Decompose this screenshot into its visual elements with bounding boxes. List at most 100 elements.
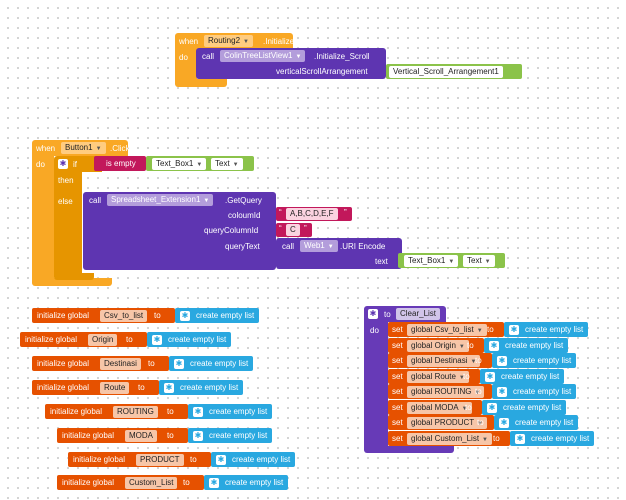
clear-list-procedure-block[interactable]: ✱ to Clear_List do <box>364 306 466 453</box>
gear-icon[interactable]: ✱ <box>209 477 219 488</box>
create-empty-list-block[interactable]: ✱create empty list <box>188 428 273 443</box>
global-variable-name[interactable]: ROUTING <box>113 405 158 418</box>
extension-dropdown[interactable]: Spreadsheet_Extension1▼ <box>107 194 214 206</box>
gear-icon[interactable]: ✱ <box>485 371 495 382</box>
textbox-text-getter[interactable]: Text_Box1▼ Text▼ <box>146 156 254 171</box>
to-label: to <box>154 311 161 320</box>
button-click-event-block[interactable]: when Button1▼ .Click do <box>32 140 130 286</box>
gear-icon[interactable]: ✱ <box>164 382 174 393</box>
gear-icon[interactable]: ✱ <box>515 433 525 444</box>
to-label: to <box>138 383 145 392</box>
set-variable-dropdown[interactable]: global MODA▼ <box>407 401 472 414</box>
dropdown-arrow-icon: ▼ <box>470 358 477 365</box>
gear-icon[interactable]: ✱ <box>497 355 507 366</box>
global-variable-name[interactable]: Csv_to_list <box>100 309 148 322</box>
global-variable-name[interactable]: Origin <box>88 333 118 346</box>
web-dropdown[interactable]: Web1▼ <box>300 240 338 252</box>
if-else-block[interactable]: ✱ if then else <box>54 156 104 280</box>
create-empty-list-block[interactable]: ✱create empty list <box>482 400 567 415</box>
create-empty-list-block[interactable]: ✱create empty list <box>169 356 254 371</box>
global-variable-name[interactable]: PRODUCT <box>136 453 184 466</box>
create-empty-list-block[interactable]: ✱create empty list <box>504 322 589 337</box>
create-empty-list-block[interactable]: ✱create empty list <box>159 380 244 395</box>
initialize-scroll-call-block[interactable]: call ColinTreeListView1▼ .Initialize_Scr… <box>196 48 386 79</box>
uri-encode-call-block[interactable]: call Web1▼ .URI Encode text <box>276 238 402 269</box>
create-empty-list-block[interactable]: ✱create empty list <box>492 353 577 368</box>
global-variable-name[interactable]: Route <box>100 381 130 394</box>
create-empty-list-block[interactable]: ✱create empty list <box>204 475 289 490</box>
getquery-call-block[interactable]: call Spreadsheet_Extension1▼ .GetQuery c… <box>83 192 276 270</box>
textbox-text-getter-2[interactable]: Text_Box1▼ Text▼ <box>398 253 505 268</box>
textbox-dropdown[interactable]: Text_Box1▼ <box>404 254 459 267</box>
set-variable-dropdown[interactable]: global Csv_to_list▼ <box>407 323 487 336</box>
property-dropdown[interactable]: Text▼ <box>463 254 495 267</box>
gear-icon[interactable]: ✱ <box>509 324 519 335</box>
gear-icon[interactable]: ✱ <box>152 334 162 345</box>
textbox-dropdown[interactable]: Text_Box1▼ <box>152 157 207 170</box>
global-variable-name[interactable]: Destinasi <box>100 357 141 370</box>
to-label: to <box>467 341 474 350</box>
routing-initialize-event-block[interactable]: when Routing2▼ .Initialize do <box>175 33 294 87</box>
gear-icon[interactable]: ✱ <box>193 430 203 441</box>
global-variable-name[interactable]: MODA <box>125 429 157 442</box>
procedure-name-field[interactable]: Clear_List <box>396 308 441 320</box>
initialize-global-label: initialize global <box>50 407 103 416</box>
gear-icon[interactable]: ✱ <box>368 309 378 319</box>
set-variable-dropdown[interactable]: global Origin▼ <box>407 339 469 352</box>
create-empty-list-block[interactable]: ✱create empty list <box>175 308 260 323</box>
set-variable-dropdown[interactable]: global Route▼ <box>407 370 469 383</box>
set-variable-dropdown[interactable]: global PRODUCT▼ <box>407 416 488 429</box>
string-querycol-value[interactable]: C <box>286 224 300 236</box>
component-dropdown[interactable]: Routing2▼ <box>204 35 253 47</box>
gear-icon[interactable]: ✱ <box>174 358 184 369</box>
global-variable-name[interactable]: Custom_List <box>125 476 178 489</box>
create-empty-list-block[interactable]: ✱create empty list <box>484 338 569 353</box>
gear-icon[interactable]: ✱ <box>489 340 499 351</box>
string-colid[interactable]: “ A,B,C,D,E,F ” <box>276 207 352 221</box>
set-variable-dropdown[interactable]: global ROUTING▼ <box>407 385 485 398</box>
gear-icon[interactable]: ✱ <box>499 417 509 428</box>
gear-icon[interactable]: ✱ <box>180 310 190 321</box>
gear-icon[interactable]: ✱ <box>487 402 497 413</box>
create-empty-list-block[interactable]: ✱create empty list <box>492 384 577 399</box>
create-empty-list-block[interactable]: ✱create empty list <box>147 332 232 347</box>
string-colid-value[interactable]: A,B,C,D,E,F <box>286 208 338 220</box>
set-variable-dropdown[interactable]: global Custom_List▼ <box>407 432 492 445</box>
gear-icon[interactable]: ✱ <box>216 454 226 465</box>
create-empty-list-block[interactable]: ✱create empty list <box>211 452 296 467</box>
method-name: .GetQuery <box>225 196 262 205</box>
when-label: when <box>36 144 56 153</box>
gear-icon[interactable]: ✱ <box>497 386 507 397</box>
create-empty-list-block[interactable]: ✱create empty list <box>494 415 579 430</box>
is-empty-block[interactable]: is empty <box>94 156 146 171</box>
set-variable-dropdown[interactable]: global Destinasi▼ <box>407 354 481 367</box>
property-dropdown[interactable]: Text▼ <box>211 157 243 170</box>
vertical-arrangement-component-block[interactable]: Vertical_Scroll_Arrangement1 <box>386 64 522 79</box>
create-empty-list-block[interactable]: ✱create empty list <box>188 404 273 419</box>
component-dropdown[interactable]: Button1▼ <box>61 142 106 154</box>
create-empty-list-block[interactable]: ✱create empty list <box>510 431 595 446</box>
to-label: to <box>475 387 482 396</box>
gear-icon[interactable]: ✱ <box>58 159 68 169</box>
dropdown-arrow-icon: ▼ <box>482 436 488 443</box>
create-empty-list-block[interactable]: ✱create empty list <box>480 369 565 384</box>
gear-icon[interactable]: ✱ <box>193 406 203 417</box>
string-querycol[interactable]: “ C ” <box>276 223 312 237</box>
method-component-dropdown[interactable]: ColinTreeListView1▼ <box>220 50 306 62</box>
